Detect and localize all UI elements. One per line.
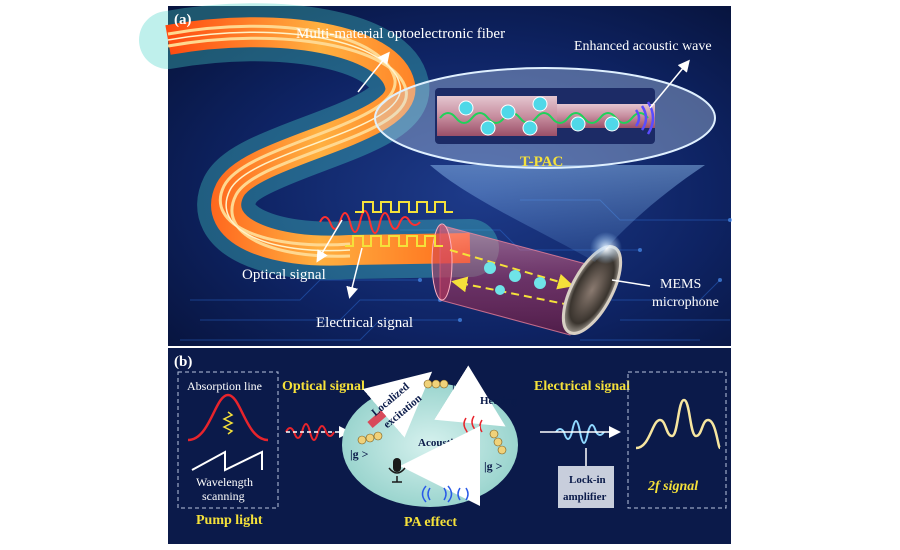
sound-waves-icon (421, 485, 469, 503)
pa-effect-label: PA effect (404, 515, 457, 530)
fiber-cylinder (431, 223, 591, 336)
wavelength-line2: scanning (202, 489, 245, 503)
microphone-icon (388, 458, 406, 483)
panel-b-label: (b) (174, 354, 192, 370)
square-wave-top (355, 201, 453, 213)
fiber-core-line-3 (167, 31, 401, 252)
fiber-core-line-2 (167, 36, 408, 258)
optical-signal-heading: Optical signal (282, 379, 365, 394)
magnifier-funnel (374, 67, 716, 262)
mems-label-line2: microphone (652, 295, 719, 310)
heating-label: Heating (480, 395, 518, 407)
g-state-left: |g > (350, 447, 369, 461)
fiber-label: Multi-material optoelectronic fiber (296, 26, 505, 42)
panel-b: (b) Absorption line Wavelength scanning … (168, 348, 731, 544)
absorption-zigzag (222, 411, 234, 435)
heating-arrow (434, 365, 506, 427)
twof-signal-curve (635, 398, 722, 450)
fiber-core-line-1 (167, 24, 397, 247)
pa-effect-ellipse: |g > Localized excitation |e > Heating |… (342, 365, 518, 507)
g-state-right: |g > (484, 459, 503, 473)
twof-signal-label: 2f signal (647, 479, 698, 494)
absorption-line-label: Absorption line (187, 379, 262, 393)
acoustic-line1: Acoustic (418, 437, 458, 449)
callout-lines (316, 51, 690, 299)
square-wave-bottom (345, 235, 443, 247)
absorption-peak (187, 393, 269, 442)
pump-light-box: Absorption line Wavelength scanning (177, 371, 279, 509)
acoustic-wave-label: Enhanced acoustic wave (574, 39, 712, 54)
mems-label-line1: MEMS (660, 277, 701, 292)
excitation-arrow (362, 371, 433, 438)
tpac-label: T-PAC (520, 154, 563, 170)
panel-a-label: (a) (174, 12, 192, 28)
electrical-signal-label: Electrical signal (316, 315, 413, 331)
optical-signal-label: Optical signal (242, 267, 326, 283)
acoustic-line2: wave (426, 450, 450, 462)
electrical-signal-heading: Electrical signal (534, 379, 630, 394)
pump-light-label: Pump light (196, 513, 263, 528)
e-state: |e > (452, 378, 470, 392)
lockin-line2: amplifier (563, 491, 606, 503)
lockin-line1: Lock-in (569, 474, 606, 486)
lockin-amplifier-box (558, 466, 614, 508)
molecule-excited (423, 379, 449, 389)
panel-a: (a) Multi-material optoelectronic fiber … (139, 3, 732, 346)
molecule-ground-right (489, 429, 507, 455)
twof-signal-box: 2f signal (627, 371, 727, 509)
wavelength-line1: Wavelength (196, 475, 253, 489)
sawtooth-ramp (191, 450, 263, 472)
